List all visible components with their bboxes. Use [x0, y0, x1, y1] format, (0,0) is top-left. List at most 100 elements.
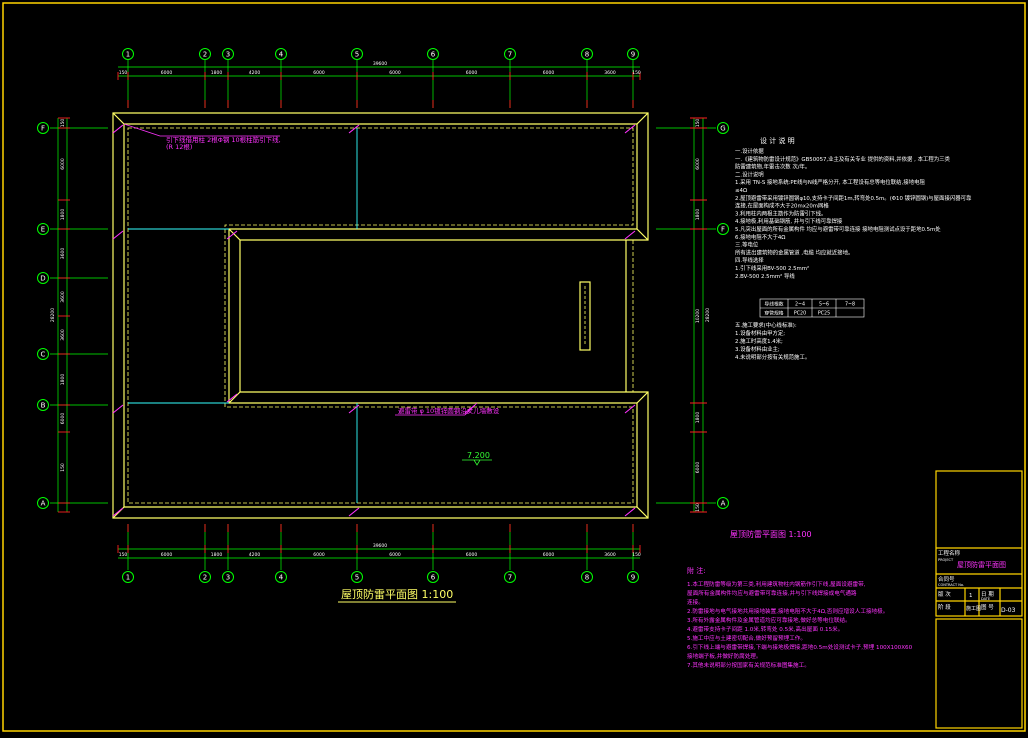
axis-bubble-label: 7 [508, 51, 512, 59]
dim-right-label: 1800 [695, 412, 701, 424]
tb-label-stage: 阶 段 [938, 603, 951, 611]
dimension-lines: 1501506000600018001800420042006000600060… [50, 61, 711, 559]
axis-bottom-9: 9 [627, 571, 639, 583]
axis-bubble-label: 3 [226, 574, 230, 582]
axis-bottom-3: 3 [222, 571, 234, 583]
dim-right-label: 150 [695, 503, 701, 512]
axis-top-9: 9 [627, 48, 639, 60]
tb-drawing-no: D-03 [1001, 607, 1016, 614]
axis-bottom-5: 5 [351, 571, 363, 583]
title-block-lower [935, 618, 1023, 729]
tb-stage: 施工图 [966, 605, 981, 612]
tb-version: 1 [969, 593, 973, 599]
down-conductor-mark [226, 230, 238, 240]
remarks-heading: 附 注: [687, 566, 706, 575]
dim-bottom-label: 1800 [211, 552, 223, 558]
axis-top-7: 7 [504, 48, 516, 60]
drawing-title: 屋顶防雷平面图 1:100 [341, 587, 453, 601]
down-conductor-mark [348, 124, 360, 134]
dim-bottom-label: 6000 [161, 552, 173, 558]
dim-left-label: 3600 [60, 248, 66, 260]
axis-bubble-label: B [41, 402, 46, 410]
dim-bottom-label: 6000 [543, 552, 555, 558]
axis-right-F: F [717, 223, 729, 235]
note-line: 6.接地电阻不大于4Ω [735, 233, 785, 241]
axis-bubble-label: A [721, 500, 726, 508]
dim-left-label: 6000 [60, 158, 66, 170]
tb-label-date: 日 期 [981, 591, 994, 598]
dim-right-label: 1800 [695, 209, 701, 221]
axis-top-5: 5 [351, 48, 363, 60]
tb-label-contract: 合同号 [938, 575, 955, 583]
axis-bottom-6: 6 [427, 571, 439, 583]
down-conductor-mark [112, 124, 124, 134]
note-line: 3.利用柱内两根主筋作为防雷引下线。 [735, 209, 826, 217]
note-line: 2.施工时高度1.4米; [735, 337, 783, 345]
tb-label-date-en: DATE [981, 597, 990, 601]
note-line: 一.设计依据 [735, 147, 764, 155]
tb-label-project-en: PROJECT [938, 558, 954, 562]
note-line: 所有进出建筑物的金属管道 ,电缆 均应就近接地。 [735, 248, 853, 256]
sheet-subtitle: 屋顶防雷平面图 1:100 [730, 529, 812, 539]
dim-left-label: 1800 [60, 209, 66, 221]
down-conductor-mark [226, 393, 238, 403]
down-conductor-markers [112, 124, 636, 517]
axis-left-A: A [37, 497, 49, 509]
axis-bubble-label: 9 [631, 574, 635, 582]
notes-heading: 设 计 说 明 [760, 136, 795, 145]
axis-bubble-label: 7 [508, 574, 512, 582]
tb-label-contract-en: CONTRACT No. [938, 583, 964, 587]
dim-top-label: 6000 [389, 70, 401, 76]
dim-right-label: 150 [695, 119, 701, 128]
axis-bubble-label: 4 [279, 51, 284, 59]
dim-bottom-label: 6000 [313, 552, 325, 558]
design-notes: 设 计 说 明 一.设计依据 一.《建筑物防雷设计规范》GB50057,业主及有… [735, 136, 972, 361]
dim-right-label: 6000 [695, 462, 701, 474]
axis-bubble-label: D [40, 275, 45, 283]
dim-left-label: 150 [60, 463, 66, 472]
axis-top-4: 4 [275, 48, 287, 60]
axis-bubble-label: C [41, 351, 46, 359]
axis-bubble-label: 4 [279, 574, 284, 582]
note-line: 防雷建筑物,年雷击次数 次/年。 [735, 163, 810, 171]
roof-vent [579, 281, 591, 351]
dim-left-label: 3600 [60, 329, 66, 341]
axis-left-B: B [37, 399, 49, 411]
callout-top: 引下线借用柱 2根Φ钢 10根柱筋引下线, (R 12根) [123, 123, 281, 151]
callout-mid: 避雷带 φ 10镀锌圆钢沿女儿墙敷设 [395, 402, 500, 416]
dim-left-label: 3600 [60, 291, 66, 303]
note-line: 1.引下线采用BV-500 2.5mm² [735, 264, 809, 272]
axis-top-8: 8 [581, 48, 593, 60]
callout-mid-text: 避雷带 φ 10镀锌圆钢沿女儿墙敷设 [398, 406, 500, 415]
axis-bottom-2: 2 [199, 571, 211, 583]
dim-left-label: 6000 [60, 413, 66, 425]
axis-bubble-label: F [721, 226, 725, 234]
note-line: 连接,在屋面构成不大于20mx20m网格 [735, 202, 829, 210]
dim-bottom-label: 4200 [249, 552, 261, 558]
down-conductor-mark [624, 230, 636, 240]
dim-left-total: 28200 [50, 308, 56, 322]
axis-left-D: D [37, 272, 49, 284]
dim-left-label: 1800 [60, 374, 66, 386]
remark-line: 2.防雷接地与电气接地共用接地装置,接地电阻不大于4Ω,否则应增设人工接地极。 [687, 607, 888, 615]
tb-label-version: 版 次 [938, 590, 951, 598]
dim-top-label: 1800 [211, 70, 223, 76]
elevation-mark: 7.200 [462, 451, 492, 466]
dim-top-label: 3600 [604, 70, 616, 76]
dim-top-label: 150 [119, 70, 128, 76]
dim-top-label: 6000 [161, 70, 173, 76]
dim-bottom-label: 150 [119, 552, 128, 558]
dim-top-total: 39600 [373, 61, 387, 67]
remark-line: 5.施工中应与土建密切配合,做好预留预埋工作。 [687, 634, 806, 642]
down-conductor-mark [624, 124, 636, 134]
axis-bubble-label: A [41, 500, 46, 508]
dim-bottom-label: 3600 [604, 552, 616, 558]
dim-top-label: 6000 [543, 70, 555, 76]
down-conductor-mark [624, 404, 636, 414]
dim-top-label: 6000 [313, 70, 325, 76]
remark-line: 6.引下线上端与避雷带焊接,下端与接地极焊接,距地0.5m处设测试卡子,预埋 1… [687, 643, 913, 651]
axis-bubble-label: 6 [431, 51, 436, 59]
table-cell: 7~8 [845, 302, 855, 308]
axis-bubble-label: 5 [355, 574, 359, 582]
